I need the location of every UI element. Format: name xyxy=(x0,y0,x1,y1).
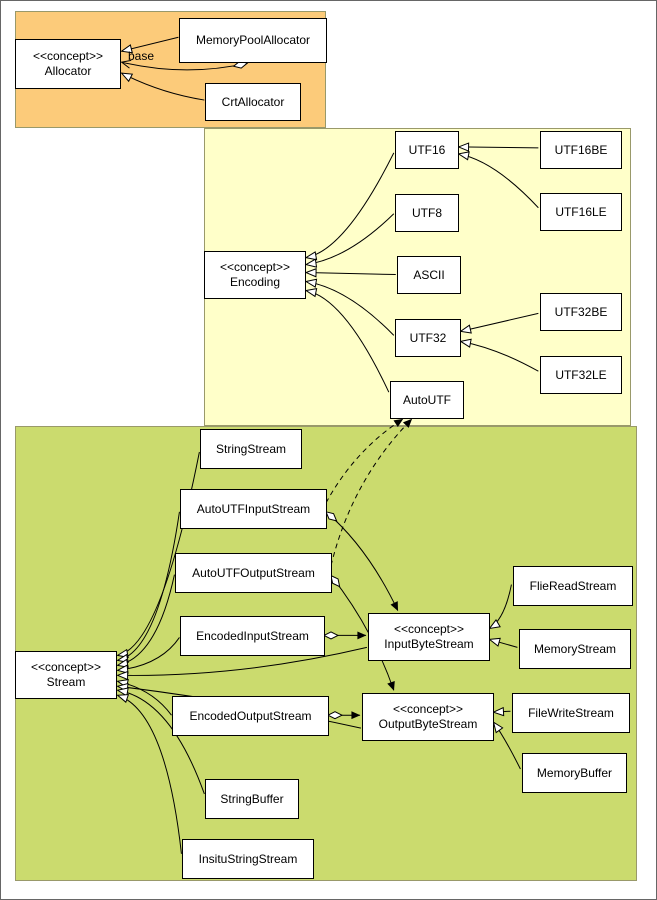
region-encoding-group xyxy=(204,128,631,426)
region-stream-group xyxy=(15,426,637,881)
region-allocator-group xyxy=(15,11,326,128)
